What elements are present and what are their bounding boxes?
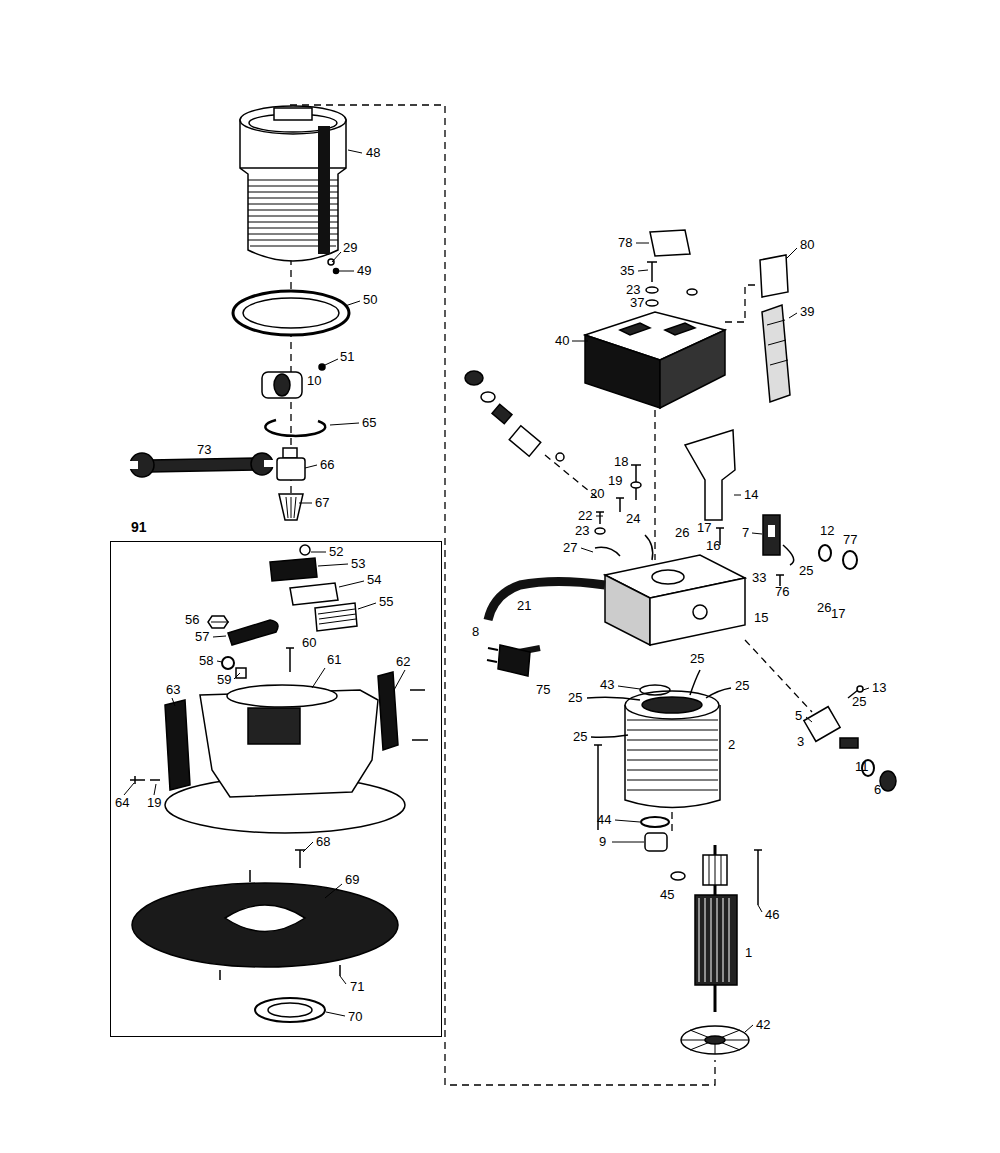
callout-number: 1 xyxy=(745,945,752,961)
callout-number: 63 xyxy=(166,682,180,698)
callout-number: 3 xyxy=(797,734,804,750)
callout-number: 42 xyxy=(756,1017,770,1033)
callout-number: 35 xyxy=(620,263,634,279)
callout-number: 58 xyxy=(199,653,213,669)
group-box: 91 xyxy=(110,541,442,1037)
callout-number: 16 xyxy=(706,538,720,554)
callout-number: 25 xyxy=(852,694,866,710)
callout-number: 78 xyxy=(618,235,632,251)
callout-number: 68 xyxy=(316,834,330,850)
callout-number: 17 xyxy=(697,520,711,536)
callout-number: 80 xyxy=(800,237,814,253)
callout-number: 67 xyxy=(315,495,329,511)
callout-number: 73 xyxy=(197,442,211,458)
callout-number: 15 xyxy=(754,610,768,626)
group-number: 91 xyxy=(131,518,147,536)
callout-number: 64 xyxy=(115,795,129,811)
callout-number: 14 xyxy=(744,487,758,503)
callout-number: 25 xyxy=(735,678,749,694)
callout-number: 27 xyxy=(563,540,577,556)
callout-number: 5 xyxy=(795,708,802,724)
callout-number: 53 xyxy=(351,556,365,572)
callout-number: 8 xyxy=(472,624,479,640)
callout-number: 12 xyxy=(820,523,834,539)
callout-number: 69 xyxy=(345,872,359,888)
callout-number: 25 xyxy=(573,729,587,745)
callout-number: 2 xyxy=(728,737,735,753)
callout-number: 56 xyxy=(185,612,199,628)
callout-number: 20 xyxy=(590,486,604,502)
callout-number: 25 xyxy=(568,690,582,706)
callout-number: 7 xyxy=(742,525,749,541)
callout-number: 61 xyxy=(327,652,341,668)
callout-number: 26 xyxy=(817,600,831,616)
callout-number: 25 xyxy=(799,563,813,579)
callout-number: 52 xyxy=(329,544,343,560)
callout-number: 48 xyxy=(366,145,380,161)
callout-number: 39 xyxy=(800,304,814,320)
callout-number: 55 xyxy=(379,594,393,610)
callout-number: 22 xyxy=(578,508,592,524)
callout-number: 57 xyxy=(195,629,209,645)
callout-number: 54 xyxy=(367,572,381,588)
callout-number: 71 xyxy=(350,979,364,995)
callout-number: 19 xyxy=(147,795,161,811)
callout-number: 43 xyxy=(600,677,614,693)
callout-number: 17 xyxy=(831,606,845,622)
callout-number: 13 xyxy=(872,680,886,696)
callout-number: 9 xyxy=(599,834,606,850)
callout-number: 19 xyxy=(608,473,622,489)
callout-number: 37 xyxy=(630,295,644,311)
callout-number: 6 xyxy=(874,782,881,798)
callout-number: 18 xyxy=(614,454,628,470)
callout-number: 46 xyxy=(765,907,779,923)
callout-number: 76 xyxy=(775,584,789,600)
callout-number: 44 xyxy=(597,812,611,828)
callout-number: 62 xyxy=(396,654,410,670)
callout-number: 65 xyxy=(362,415,376,431)
callout-number: 45 xyxy=(660,887,674,903)
callout-number: 60 xyxy=(302,635,316,651)
callout-number: 26 xyxy=(675,525,689,541)
callout-number: 33 xyxy=(752,570,766,586)
callout-number: 59 xyxy=(217,672,231,688)
callout-number: 40 xyxy=(555,333,569,349)
callout-number: 29 xyxy=(343,240,357,256)
callout-number: 21 xyxy=(517,598,531,614)
callout-number: 11 xyxy=(855,759,869,775)
callout-number: 70 xyxy=(348,1009,362,1025)
callout-number: 66 xyxy=(320,457,334,473)
callout-number: 10 xyxy=(307,373,321,389)
callout-number: 50 xyxy=(363,292,377,308)
callout-number: 75 xyxy=(536,682,550,698)
callout-number: 25 xyxy=(690,651,704,667)
callout-number: 23 xyxy=(575,523,589,539)
callout-number: 49 xyxy=(357,263,371,279)
callout-number: 51 xyxy=(340,349,354,365)
callout-number: 77 xyxy=(843,532,857,548)
callout-number: 24 xyxy=(626,511,640,527)
